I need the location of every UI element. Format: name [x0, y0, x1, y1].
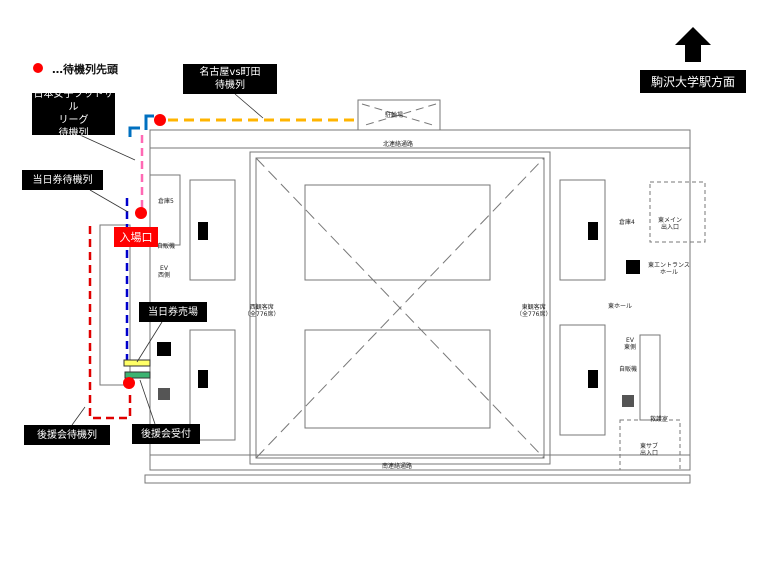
supporters-queue-line — [88, 226, 132, 420]
legend-text: …待機列先頭 — [52, 63, 118, 76]
room-label: 南連絡通路 — [382, 463, 413, 470]
room-label-line: 東サブ — [640, 443, 659, 450]
arena-floor — [249, 151, 551, 465]
room-label-line: （全776席） — [516, 311, 552, 318]
queue-head-dot — [135, 207, 147, 219]
building-outline — [149, 129, 691, 471]
room-label-line: 東エントランス — [648, 262, 690, 269]
room-label: 西観客席（全776席） — [244, 304, 279, 318]
restroom-icon — [588, 222, 598, 240]
futsal-queue-callout: 日本女子フットサル リーグ 待機列 — [32, 89, 115, 139]
emergency-exit-icon — [157, 342, 171, 356]
room-label: 東サブ出入口 — [640, 443, 658, 457]
supporters-reception-callout: 後援会受付 — [132, 424, 200, 444]
restroom-icon — [588, 370, 598, 388]
room-label: 救護室 — [650, 416, 669, 423]
queue-head-dots — [33, 63, 166, 389]
ticket-booth-marker — [123, 359, 151, 367]
room-label-line: 出入口 — [640, 450, 659, 457]
room-label-line: 東観客席 — [521, 304, 546, 311]
callout-line: 名古屋vs町田 — [199, 67, 261, 78]
room-label-line: ホール — [659, 269, 678, 276]
callout-line: リーグ — [58, 115, 89, 126]
room-label: 自販機 — [619, 366, 638, 373]
restroom-icon — [198, 370, 208, 388]
arrow-up-icon — [675, 27, 711, 62]
room-label: 北連絡通路 — [383, 141, 414, 148]
legend-dot — [33, 63, 43, 73]
wheelchair-icon — [158, 388, 170, 400]
court-north — [304, 184, 491, 281]
supporters-queue-callout: 後援会待機列 — [24, 425, 110, 445]
restroom-icon — [198, 222, 208, 240]
queue-head-dot — [154, 114, 166, 126]
room-label: 倉庫5 — [158, 198, 174, 205]
queue-head-dot — [123, 377, 135, 389]
reception-marker — [124, 371, 151, 379]
room-label: 自販機 — [157, 243, 176, 250]
room-label: 東観客席（全776席） — [516, 304, 551, 318]
room-label: 駐輪場 — [385, 112, 404, 119]
nagoya-queue-callout: 名古屋vs町田 待機列 — [183, 64, 277, 94]
room-label-line: 東側 — [624, 344, 637, 351]
room-label-line: 西側 — [158, 272, 171, 279]
room-label-line: （全776席） — [244, 311, 280, 318]
restroom-icons — [157, 222, 640, 388]
room-label: 東メイン出入口 — [658, 217, 682, 231]
same-day-queue-callout: 当日券待機列 — [22, 170, 103, 190]
room-label: 東エントランスホール — [648, 262, 690, 276]
room-label-line: 西観客席 — [249, 304, 274, 311]
top-room — [357, 99, 441, 131]
wheelchair-icon — [622, 395, 634, 407]
callout-line: 日本女子フットサル — [33, 89, 114, 113]
room-label-line: 出入口 — [661, 224, 680, 231]
room-label-line: EV — [626, 337, 634, 344]
room-label-line: EV — [160, 265, 168, 272]
emergency-exit-icon — [626, 260, 640, 274]
room-label: 東ホール — [608, 303, 633, 310]
room-label-line: 東メイン — [658, 217, 683, 224]
room-label: 倉庫4 — [619, 219, 635, 226]
callout-line: 待機列 — [58, 128, 89, 139]
station-direction-label: 駒沢大学駅方面 — [640, 70, 746, 93]
ticket-booth-callout: 当日券売場 — [139, 302, 207, 322]
court-south — [304, 329, 491, 429]
callout-line: 待機列 — [215, 80, 245, 91]
entrance-label: 入場口 — [114, 227, 158, 247]
